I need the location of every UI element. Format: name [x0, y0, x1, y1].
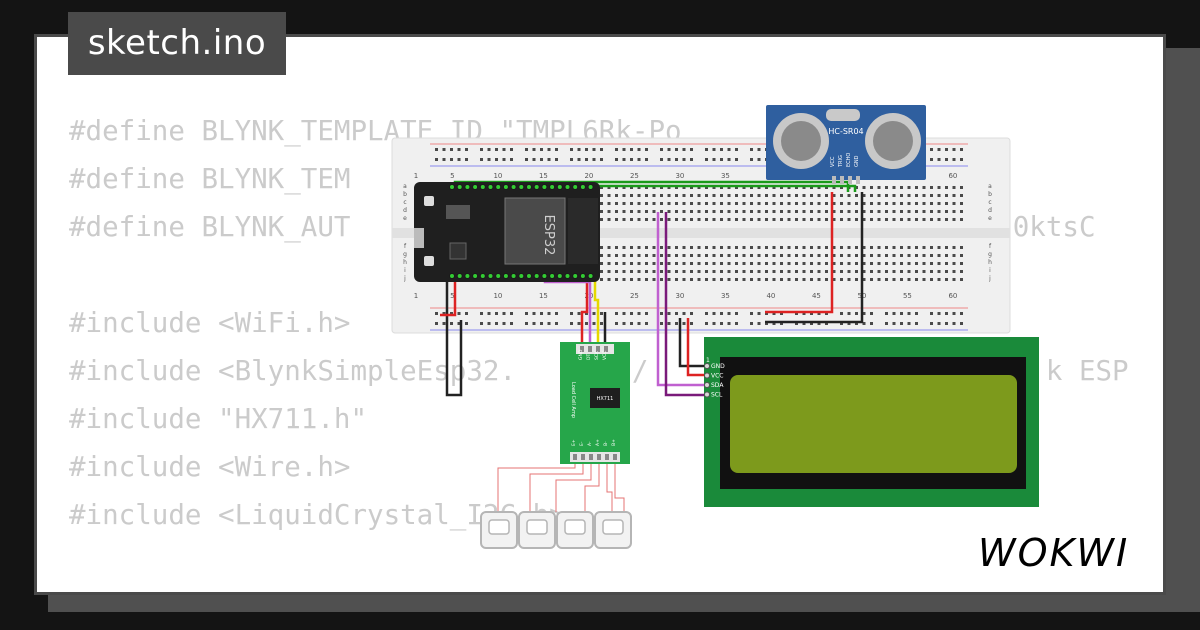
wire-red-4	[765, 192, 834, 314]
breadboard-row-letter: f	[989, 243, 992, 250]
breadboard-row-letter: i	[404, 267, 406, 274]
breadboard-number: 60	[948, 292, 957, 300]
hx711-pin-label: DT	[586, 354, 592, 360]
breadboard-row-letter: i	[989, 267, 991, 274]
hx711-pin-label: B+	[611, 439, 617, 446]
hx711-board-text: Load Cell Amp	[570, 382, 576, 418]
wokwi-logo-text: WOKWI	[978, 531, 1129, 575]
code-line: #include "HX711.h"	[69, 403, 368, 435]
breadboard-number: 45	[812, 292, 821, 300]
breadboard-number: 1	[414, 292, 418, 300]
wire-purple	[664, 212, 707, 397]
breadboard-row-letter: h	[988, 259, 992, 266]
ultrasonic-pin-label: TRIG	[838, 155, 844, 168]
breadboard-number: 40	[766, 292, 775, 300]
breadboard-row-letter: h	[403, 259, 407, 266]
code-line: #include <BlynkSimpleEsp32. // k ESP	[69, 355, 1129, 387]
breadboard-number: 25	[630, 292, 639, 300]
wire-red-2	[580, 278, 589, 348]
breadboard-row-letter: g	[988, 251, 992, 258]
breadboard-number: 5	[450, 172, 454, 180]
breadboard-row-letter: d	[403, 207, 407, 214]
breadboard-number: 35	[721, 292, 730, 300]
sketch-title-tab: sketch.ino	[68, 12, 286, 75]
breadboard-row-letter: a	[403, 183, 407, 190]
code-preview: #define BLYNK_TEMPLATE_ID "TMPL6Rk-Po#de…	[69, 107, 1129, 592]
hx711-pin-label: A-	[587, 441, 593, 446]
breadboard-number: 5	[450, 292, 454, 300]
breadboard-row-letter: j	[988, 275, 991, 282]
ultrasonic-label: HC-SR04	[828, 127, 863, 136]
wire-red-3	[686, 318, 707, 377]
breadboard-number: 20	[584, 172, 593, 180]
lcd-pin-label: VCC	[711, 373, 723, 380]
breadboard-row-letter: f	[404, 243, 407, 250]
lcd-pin-label: SCL	[711, 392, 723, 399]
esp32-label: ESP32	[541, 215, 556, 256]
lcd-pin-label: SDA	[711, 382, 724, 389]
hx711-pin-label: A+	[595, 439, 601, 446]
breadboard-row-letter: e	[988, 215, 992, 222]
load-cells	[480, 511, 632, 549]
breadboard-row-letter: e	[403, 215, 407, 222]
hx711-pin-label: SCK	[594, 350, 600, 360]
breadboard-number: 15	[539, 292, 548, 300]
hx711-pin-label: E-	[579, 441, 585, 446]
breadboard-row-letter: j	[403, 275, 406, 282]
breadboard-number: 25	[630, 172, 639, 180]
wires	[440, 180, 864, 512]
breadboard-number: 55	[903, 292, 912, 300]
wire-red-1	[440, 278, 457, 317]
lcd-display: 1 GND VCC SDA SCL	[704, 337, 1039, 507]
breadboard-row-letter: a	[988, 183, 992, 190]
breadboard-row-letter: d	[988, 207, 992, 214]
wire-black-4	[765, 192, 864, 324]
hx711-pin-label: B-	[603, 441, 609, 446]
breadboard-number: 15	[539, 172, 548, 180]
hx711-pin-label: GND	[578, 349, 584, 360]
ultrasonic-pin-label: VCC	[830, 156, 836, 167]
code-line: #include <WiFi.h>	[69, 307, 351, 339]
esp32-board: ESP32	[414, 182, 600, 282]
ultrasonic-pin-label: GND	[854, 155, 860, 167]
lcd-pin-label: GND	[711, 363, 725, 370]
breadboard-row-letter: b	[403, 191, 407, 198]
hx711-pin-label: E+	[571, 439, 577, 446]
code-line: #include <Wire.h>	[69, 451, 351, 483]
breadboard-number: 10	[493, 292, 502, 300]
wire-black-1	[445, 278, 463, 397]
breadboard-number: 30	[675, 172, 684, 180]
breadboard-number: 60	[948, 172, 957, 180]
hx711-pin-label: VCC	[602, 351, 608, 360]
ultrasonic-pin-label: ECHO	[846, 153, 852, 167]
wokwi-logo: WOKWI	[978, 531, 1129, 575]
breadboard-row-letter: c	[403, 199, 406, 206]
wire-magenta	[656, 212, 707, 387]
code-line: #define BLYNK_TEM	[69, 163, 351, 195]
breadboard-number: 30	[675, 292, 684, 300]
breadboard-number: 10	[493, 172, 502, 180]
breadboard-row-letter: g	[403, 251, 407, 258]
hx711-chip-label: HX711	[597, 396, 614, 402]
wire-yellow	[593, 278, 600, 348]
wire-black-3	[678, 318, 707, 368]
breadboard-row-letter: c	[988, 199, 991, 206]
breadboard-number: 35	[721, 172, 730, 180]
breadboard-number: 1	[414, 172, 418, 180]
lcd-pin-number: 1	[706, 357, 710, 364]
breadboard-row-letter: b	[988, 191, 992, 198]
